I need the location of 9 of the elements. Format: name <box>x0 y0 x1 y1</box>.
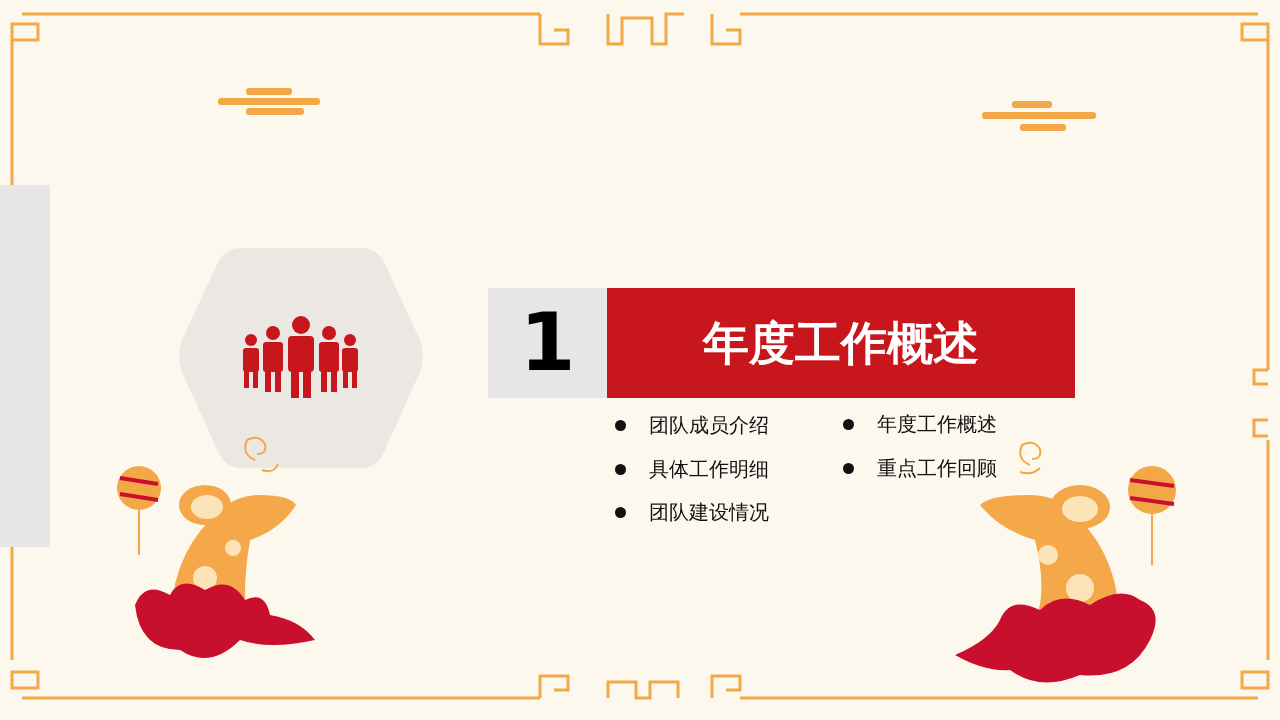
bullet-item: 团队成员介绍 <box>649 412 769 438</box>
number-box <box>488 288 607 398</box>
bullet-item: 年度工作概述 <box>877 411 997 437</box>
bullet-item: 具体工作明细 <box>649 456 769 482</box>
section-number: 1 <box>519 299 576 387</box>
section-title: 年度工作概述 <box>703 317 979 369</box>
title-banner <box>607 288 1075 398</box>
bullet-item: 重点工作回顾 <box>877 455 997 481</box>
bullet-item: 团队建设情况 <box>649 499 769 525</box>
